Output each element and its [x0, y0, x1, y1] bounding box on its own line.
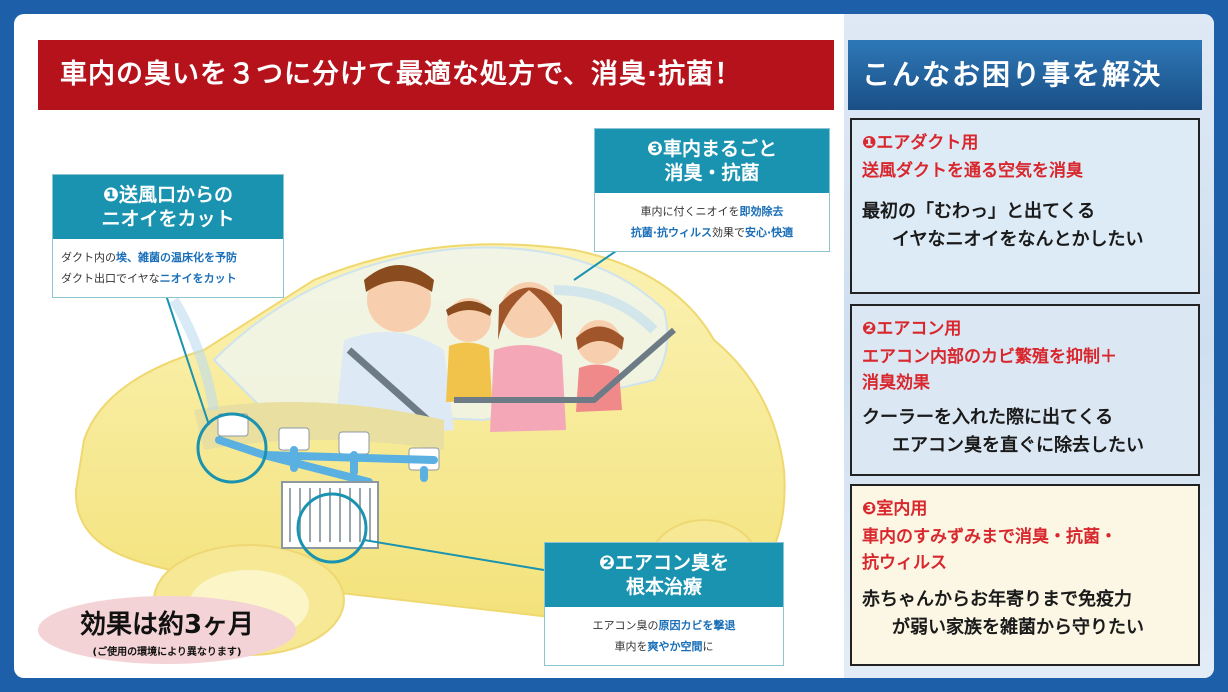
problem-title: ❷エアコン用: [862, 319, 962, 339]
callout-vent: ❶送風口からの ニオイをカット ダクト内の埃、雑菌の温床化を予防 ダクト出口でイ…: [52, 174, 284, 298]
callout-aircon: ❷エアコン臭を 根本治療 エアコン臭の原因カビを撃退 車内を爽やか空間に: [544, 542, 784, 666]
bottom-border: [0, 678, 1228, 692]
problem-text: クーラーを入れた際に出てくる: [862, 407, 1114, 428]
problem-text: イヤなニオイをなんとかしたい: [892, 229, 1144, 250]
callout-vent-body: ダクト内の埃、雑菌の温床化を予防 ダクト出口でイヤなニオイをカット: [61, 251, 237, 285]
effect-duration-text: 効果は約3ヶ月: [79, 610, 255, 640]
callout-vent-title: ❶送風口からの ニオイをカット: [53, 175, 283, 239]
effect-duration-badge: 効果は約3ヶ月 (ご使用の環境により異なります): [38, 596, 296, 664]
problem-card-aircon: ❷エアコン用 エアコン内部のカビ繁殖を抑制＋ 消臭効果 クーラーを入れた際に出て…: [850, 304, 1200, 476]
vent-shape: [338, 431, 370, 455]
problem-text: 最初の「むわっ」と出てくる: [862, 201, 1096, 222]
right-panel: こんなお困り事を解決 ❶エアダクト用 送風ダクトを通る空気を消臭 最初の「むわっ…: [844, 14, 1214, 678]
problem-description: 車内のすみずみまで消臭・抗菌・: [862, 527, 1117, 547]
page-title: 車内の臭いを３つに分けて最適な処方で、消臭·抗菌！: [38, 40, 834, 110]
callout1-connector: [165, 294, 210, 426]
problem-text: 赤ちゃんからお年寄りまで免疫力: [862, 589, 1132, 610]
car-scene: ❶送風口からの ニオイをカット ダクト内の埃、雑菌の温床化を予防 ダクト出口でイ…: [14, 110, 844, 678]
effect-duration-note: (ご使用の環境により異なります): [92, 647, 242, 658]
problem-card-air-duct: ❶エアダクト用 送風ダクトを通る空気を消臭 最初の「むわっ」と出てくる イヤなニ…: [850, 118, 1200, 294]
problem-title: ❶エアダクト用: [862, 133, 979, 153]
left-panel: 車内の臭いを３つに分けて最適な処方で、消臭·抗菌！: [14, 14, 844, 678]
vent-highlight-circle: [196, 412, 268, 484]
problem-title: ❸室内用: [862, 499, 928, 519]
problem-description: エアコン内部のカビ繁殖を抑制＋: [862, 347, 1117, 367]
child2-hair-shape: [576, 326, 624, 350]
problem-text: エアコン臭を直ぐに除去したい: [892, 435, 1144, 456]
child1-hair-shape: [446, 301, 492, 316]
problem-description: 消臭効果: [862, 373, 930, 393]
driver-head-shape: [367, 268, 431, 332]
driver-hair-shape: [364, 265, 434, 292]
child2-body-shape: [576, 364, 622, 412]
callout3-connector: [363, 539, 545, 571]
callout-aircon-title: ❷エアコン臭を 根本治療: [545, 543, 783, 607]
ac-highlight-circle: [296, 492, 368, 564]
dashboard-shape: [194, 402, 444, 450]
problem-card-cabin: ❸室内用 車内のすみずみまで消臭・抗菌・ 抗ウィルス 赤ちゃんからお年寄りまで免…: [850, 484, 1200, 666]
mother-body-shape: [490, 345, 566, 432]
airflow-shape: [169, 297, 219, 411]
callout-aircon-body: エアコン臭の原因カビを撃退 車内を爽やか空間に: [592, 619, 736, 653]
callout-cabin-title: ❸車内まるごと 消臭・抗菌: [595, 129, 829, 193]
callout-cabin: ❸車内まるごと 消臭・抗菌 車内に付くニオイを即効除去 抗菌·抗ウィルス効果で安…: [594, 128, 830, 252]
problem-description: 送風ダクトを通る空気を消臭: [862, 161, 1083, 181]
ac-unit-fins-shape: [289, 488, 371, 542]
callout-cabin-body: 車内に付くニオイを即効除去 抗菌·抗ウィルス効果で安心·快適: [630, 205, 794, 239]
problem-text: が弱い家族を雑菌から守りたい: [892, 617, 1144, 638]
rear-seatbelt-shape: [454, 327, 676, 403]
child1-body-shape: [446, 342, 492, 402]
mother-hair-shape: [498, 287, 562, 340]
problem-description: 抗ウィルス: [862, 553, 947, 573]
airflow-shape: [553, 285, 658, 334]
page-frame: 車内の臭いを３つに分けて最適な処方で、消臭·抗菌！: [14, 14, 1214, 678]
problems-header: こんなお困り事を解決: [848, 40, 1202, 110]
